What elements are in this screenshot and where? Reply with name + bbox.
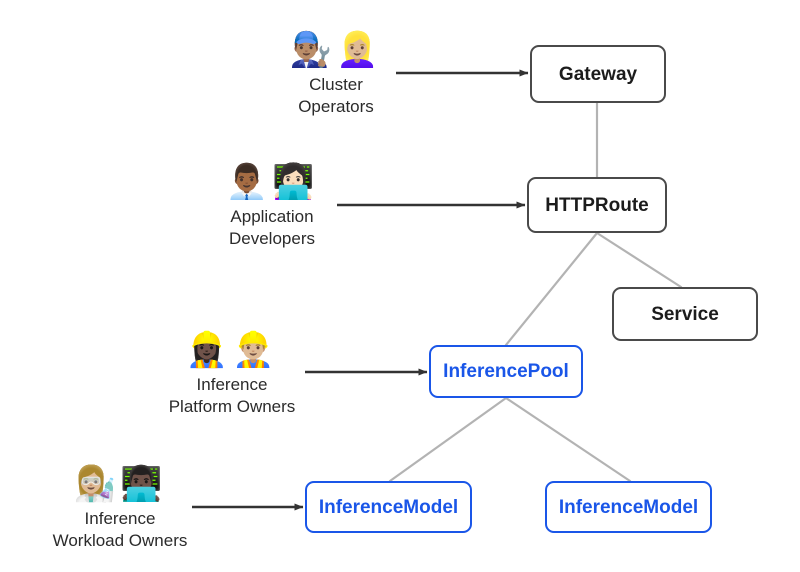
- woman-scientist-icon-and-man-technologist-icon: 👩🏼‍🔬👨🏿‍💻: [73, 464, 167, 504]
- persona-cluster-operators: 👨🏽‍🔧👱🏼‍♀️ Cluster Operators: [226, 30, 446, 118]
- node-inferencemodel-right[interactable]: InferenceModel: [545, 481, 712, 533]
- connector-inferencepool-inferencemodel-right: [504, 396, 632, 483]
- node-label-inferencemodel-right: InferenceModel: [558, 496, 699, 518]
- persona-arrows: [192, 69, 529, 511]
- woman-construction-worker-icon-and-man-construction-worker-icon: 👷🏿‍♀️👷🏼‍♂️: [185, 330, 279, 370]
- persona-label-cluster-operators: Cluster Operators: [298, 75, 374, 116]
- connector-inferencepool-inferencemodel-left: [388, 396, 508, 483]
- node-inferencemodel-left[interactable]: InferenceModel: [305, 481, 472, 533]
- man-mechanic-icon-and-woman-mechanic-icon: 👨🏽‍🔧👱🏼‍♀️: [289, 30, 383, 70]
- node-label-gateway: Gateway: [558, 63, 638, 85]
- persona-label-application-developers: Application Developers: [229, 207, 315, 248]
- node-gateway[interactable]: Gateway: [530, 45, 666, 103]
- persona-inference-platform-owners: 👷🏿‍♀️👷🏼‍♂️ Inference Platform Owners: [122, 330, 342, 418]
- node-label-service: Service: [651, 303, 719, 325]
- node-service[interactable]: Service: [612, 287, 758, 341]
- node-label-httproute: HTTPRoute: [545, 194, 649, 216]
- node-label-inferencepool: InferencePool: [443, 361, 569, 382]
- persona-application-developers: 👨🏾‍💼👩🏻‍💻 Application Developers: [162, 162, 382, 250]
- persona-label-inference-workload-owners: Inference Workload Owners: [52, 509, 188, 550]
- node-label-inferencemodel-left: InferenceModel: [318, 496, 459, 518]
- man-office-worker-icon-and-woman-technologist-icon: 👨🏾‍💼👩🏻‍💻: [225, 162, 319, 202]
- persona-label-inference-platform-owners: Inference Platform Owners: [168, 375, 296, 416]
- node-inferencepool[interactable]: InferencePool: [429, 345, 583, 398]
- node-httproute[interactable]: HTTPRoute: [527, 177, 667, 233]
- connector-httproute-inferencepool: [504, 231, 599, 347]
- connector-httproute-service: [595, 231, 683, 289]
- persona-inference-workload-owners: 👩🏼‍🔬👨🏿‍💻 Inference Workload Owners: [10, 464, 230, 552]
